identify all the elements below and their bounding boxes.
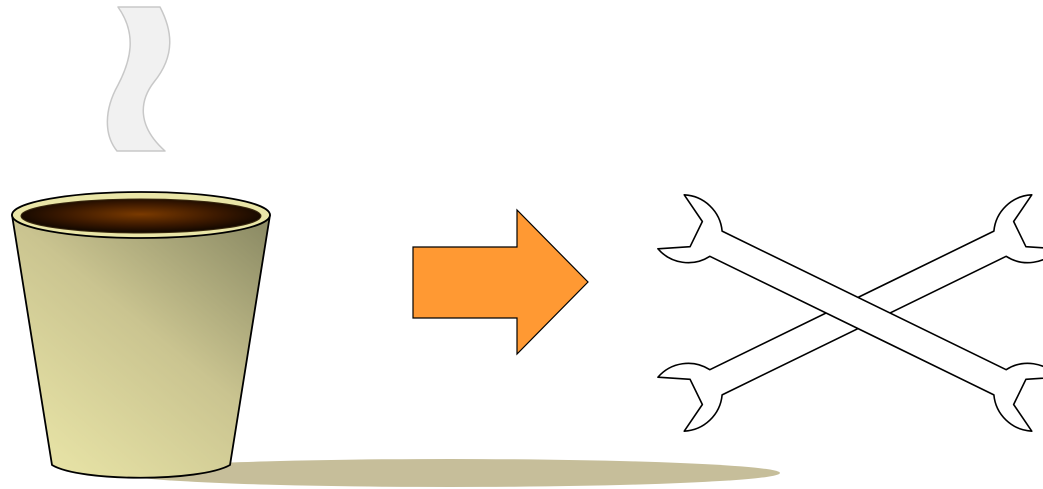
coffee-cup-icon: [12, 192, 270, 478]
steam-icon: [107, 7, 169, 151]
right-arrow-icon: [413, 210, 588, 354]
crossed-wrenches-icon: [656, 192, 1043, 434]
